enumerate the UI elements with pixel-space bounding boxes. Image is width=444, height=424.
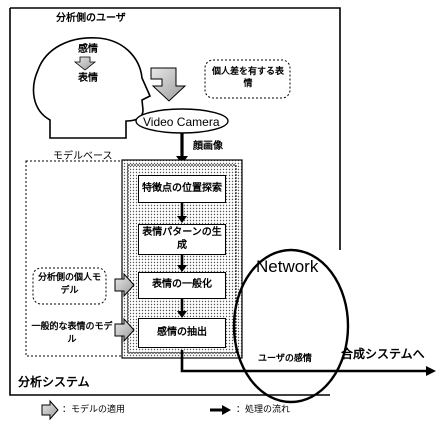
model-base-box <box>25 160 125 357</box>
face-image-label: 顔画像 <box>193 141 223 152</box>
output-label: 合成システムへ <box>341 347 425 361</box>
model-base-title: モデルベース <box>53 151 113 162</box>
process-pattern-generation: 表情パターンの生成 <box>138 224 226 255</box>
expression-label: 表情 <box>78 73 98 84</box>
general-model-label: 一般的な表情のモデル <box>31 322 113 346</box>
network-ellipse <box>232 248 350 404</box>
emotion-label: 感情 <box>78 44 98 55</box>
user-emotion-label: ユーザの感情 <box>258 354 312 364</box>
legend-flow-label: ：処理の流れ <box>236 405 291 415</box>
process-emotion-extraction: 感情の抽出 <box>138 318 226 348</box>
system-frame <box>9 7 341 396</box>
legend-model-apply-label: ：モデルの適用 <box>62 405 126 415</box>
apply-personal-arrow-icon <box>114 272 135 298</box>
bubble-label: 個人差を有する表情 <box>211 67 284 90</box>
network-label: Network <box>256 257 319 276</box>
personal-model-box <box>32 267 107 305</box>
legend-flow-arrow-icon <box>222 405 231 415</box>
process-generalization: 表情の一般化 <box>138 272 226 299</box>
expression-to-camera-arrow <box>150 67 187 102</box>
process-feature-search: 特徴点の位置探索 <box>138 175 226 203</box>
emotion-arrow-icon <box>73 56 97 71</box>
legend-apply-arrow-icon <box>41 399 59 421</box>
camera-label: Video Camera <box>143 115 220 129</box>
apply-general-arrow-icon <box>114 317 135 343</box>
system-label: 分析システム <box>18 375 90 389</box>
personal-model-label: 分析側の個人モデル <box>37 273 101 297</box>
expression-bubble <box>204 59 291 99</box>
user-label: 分析側のユーザ <box>56 13 126 24</box>
